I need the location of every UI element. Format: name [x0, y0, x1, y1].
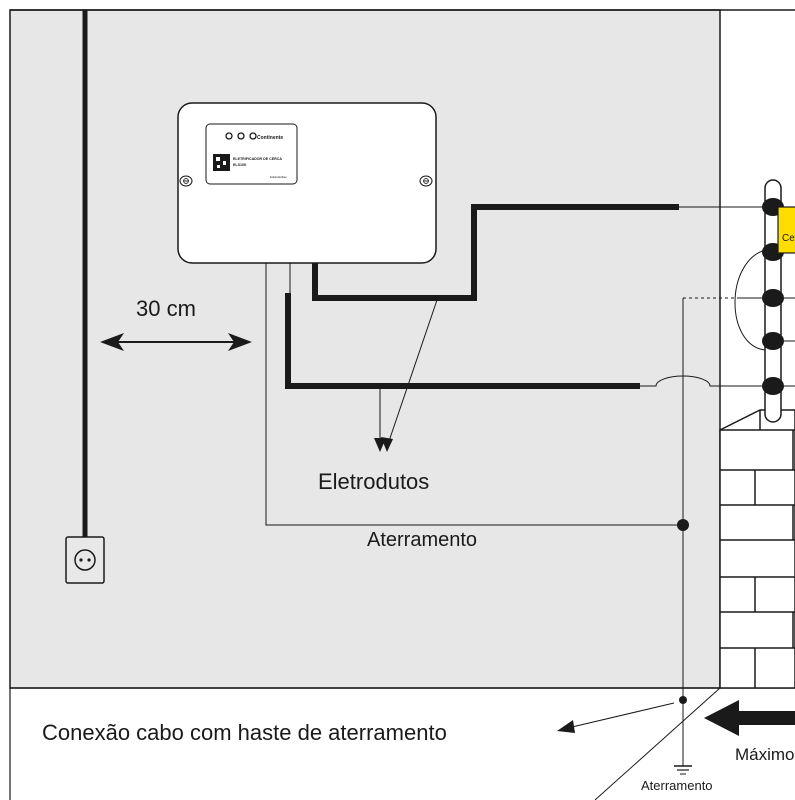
distance-arrow [100, 333, 252, 351]
ground-symbol-label: Aterramento [641, 778, 713, 793]
screw-icon [179, 175, 193, 187]
grounding-label: Aterramento [367, 529, 477, 551]
led-icon [237, 132, 245, 140]
fence-post [734, 179, 795, 423]
ground-rod-junction [679, 696, 687, 704]
model-line-1: ELETRIFICADOR DE CERCA [233, 157, 282, 161]
conduit-upper [312, 204, 679, 301]
conduits-label: Eletrodutos [318, 469, 429, 494]
qr-code-icon [213, 154, 230, 171]
warning-sign: Ce [777, 206, 795, 254]
insulator-icon [762, 377, 784, 395]
small-text: ELEtrofacilitas [270, 175, 287, 179]
ground-icon [674, 765, 692, 775]
screw-icon [419, 175, 433, 187]
conduit-lower [285, 293, 640, 389]
insulator-icon [762, 289, 784, 307]
model-line-2: ELS10K [233, 163, 247, 167]
ground-rod-label: Conexão cabo com haste de aterramento [42, 720, 447, 745]
insulator-icon [762, 332, 784, 350]
led-icon [249, 132, 257, 140]
fence-energizer: Continente ELETRIFICADOR DE CERCA ELS10K… [177, 102, 437, 264]
power-outlet [65, 536, 105, 584]
led-icon [225, 132, 233, 140]
brand-logo: Continente [257, 135, 283, 141]
max-label: Máximo [735, 745, 795, 764]
warning-sign-label: Ce [782, 233, 795, 244]
grounding-wire [265, 263, 683, 526]
distance-label: 30 cm [136, 296, 196, 321]
max-distance-arrow [704, 700, 795, 736]
brick-wall [719, 409, 795, 689]
